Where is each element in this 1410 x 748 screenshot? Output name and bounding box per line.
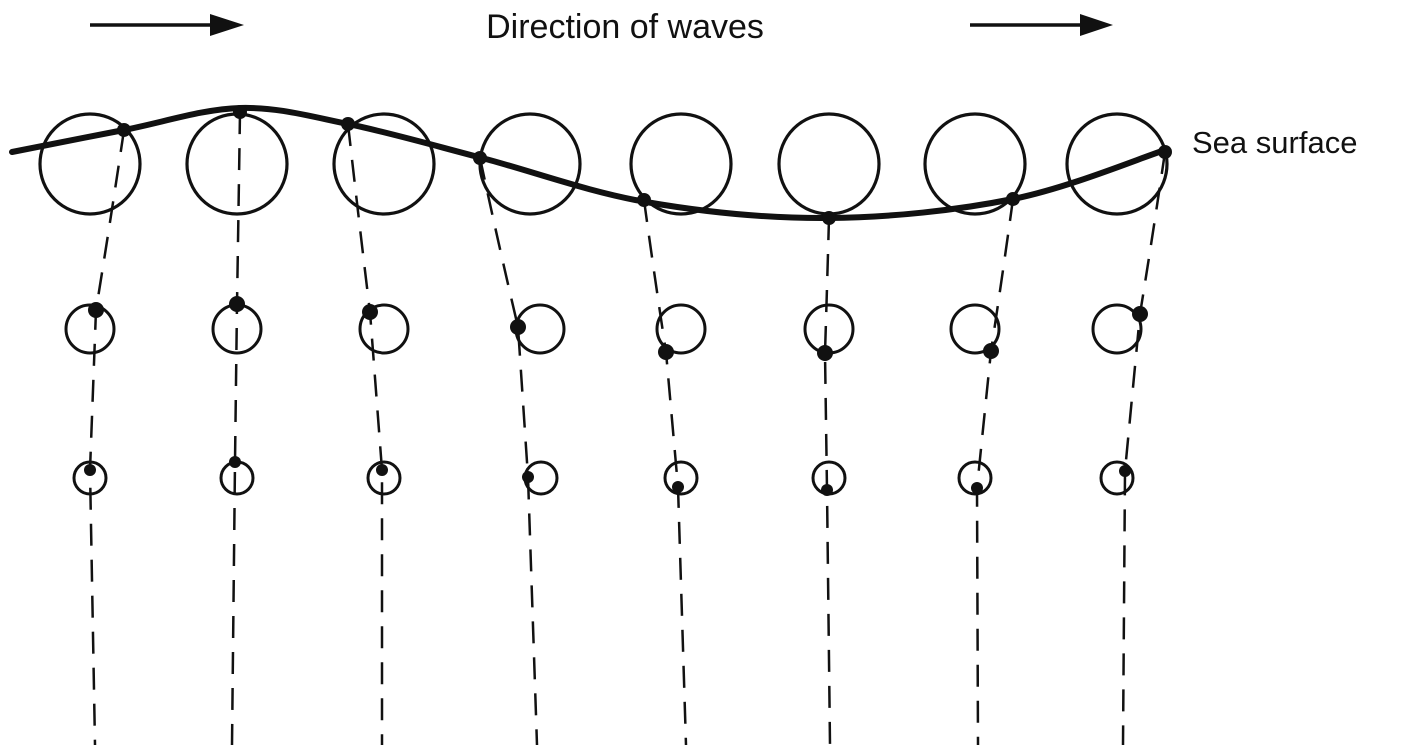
orbit-circle-surface — [38, 112, 142, 216]
streamline — [346, 123, 384, 745]
water-particle — [522, 471, 534, 483]
arrow-right-icon — [90, 14, 244, 36]
water-particle — [971, 482, 983, 494]
water-particle — [473, 151, 487, 165]
streamline — [478, 157, 539, 746]
water-particle — [1158, 145, 1172, 159]
sea-surface-label: Sea surface — [1192, 125, 1357, 160]
streamline — [88, 129, 126, 746]
water-particle — [983, 343, 999, 359]
orbit-circle-surface — [777, 112, 881, 216]
water-particle — [510, 319, 526, 335]
water-particle — [84, 464, 96, 476]
orbit-circle-deep — [663, 460, 699, 496]
orbit-circle-mid — [358, 303, 410, 355]
water-particle — [376, 464, 388, 476]
water-particle — [821, 484, 833, 496]
orbit-circle-surface — [629, 112, 733, 216]
water-particle — [341, 117, 355, 131]
streamline — [823, 217, 832, 746]
orbit-circle-deep — [366, 460, 402, 496]
orbit-circle-deep — [957, 460, 993, 496]
orbits — [38, 112, 1169, 496]
water-particle — [822, 211, 836, 225]
particles — [84, 105, 1172, 496]
water-particle — [233, 105, 247, 119]
orbit-circle-mid — [949, 303, 1001, 355]
water-particle — [637, 193, 651, 207]
water-particle — [658, 344, 674, 360]
water-particle — [117, 123, 131, 137]
diagram-title: Direction of waves — [486, 8, 764, 46]
streamline — [230, 111, 242, 746]
water-particle — [229, 296, 245, 312]
water-particle — [362, 304, 378, 320]
arrow-right-icon — [970, 14, 1113, 36]
water-particle — [672, 481, 684, 493]
water-particle — [1006, 192, 1020, 206]
water-particle — [229, 456, 241, 468]
water-particle — [1119, 465, 1131, 477]
orbit-circle-surface — [1065, 112, 1169, 216]
streamlines — [88, 111, 1167, 746]
orbit-circle-mid — [655, 303, 707, 355]
streamline — [642, 199, 688, 746]
sea-surface-line — [9, 104, 1168, 222]
water-particle — [1132, 306, 1148, 322]
orbit-circle-surface — [923, 112, 1027, 216]
water-particle — [88, 302, 104, 318]
orbit-circle-deep — [1099, 460, 1135, 496]
orbit-circle-surface — [185, 112, 289, 216]
streamline — [1121, 151, 1167, 746]
orbit-circle-surface — [332, 112, 436, 216]
orbit-circle-mid — [1091, 303, 1143, 355]
orbit-circle-mid — [803, 303, 855, 355]
streamline — [975, 198, 1015, 746]
orbit-circle-deep — [72, 460, 108, 496]
water-particle — [817, 345, 833, 361]
